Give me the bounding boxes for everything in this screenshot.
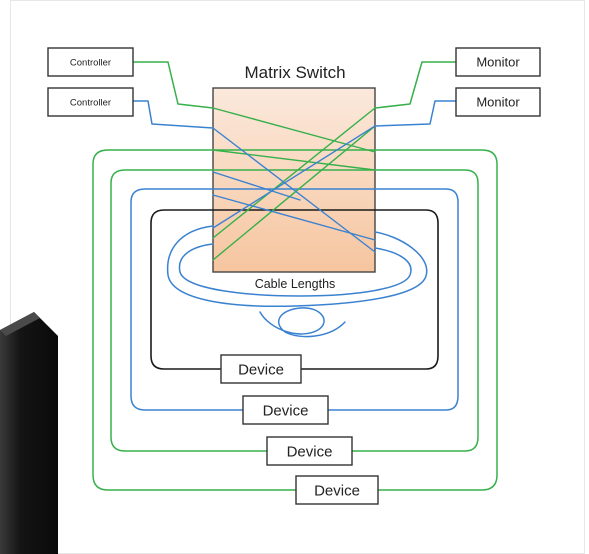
device-2-box-label: Device — [263, 402, 309, 419]
monitor-2-box: Monitor — [455, 87, 541, 117]
monitor-1-cable — [374, 61, 457, 109]
switch-title: Matrix Switch — [244, 63, 345, 82]
controller-2-box: Controller — [47, 87, 134, 117]
device-3-cable — [110, 169, 479, 452]
monitor-1-box: Monitor — [455, 47, 541, 77]
device-2-cable — [130, 188, 459, 411]
hardware-case — [0, 312, 58, 554]
device-1-box: Device — [220, 354, 302, 384]
device-1-box-border — [220, 354, 302, 384]
controller-1-cable — [132, 61, 214, 109]
hardware-case-edge — [0, 312, 40, 336]
monitor-2-box-label: Monitor — [476, 95, 520, 110]
monitor-2-cable — [374, 100, 457, 127]
labels-layer: ControllerControllerMonitorMonitorDevice… — [47, 47, 541, 505]
monitor-2-box-border — [455, 87, 541, 117]
controller-1-box: Controller — [47, 47, 134, 77]
cross-blue-1 — [212, 127, 376, 253]
monitor-1-box-label: Monitor — [476, 55, 520, 70]
cross-green-1 — [212, 107, 376, 153]
device-3-box-label: Device — [287, 443, 333, 460]
device-2-box: Device — [242, 395, 329, 425]
controller-1-box-label: Controller — [70, 57, 111, 68]
wires — [92, 61, 498, 491]
device-4-cable — [92, 149, 498, 491]
device-1-box-label: Device — [238, 361, 284, 378]
device-4-box-border — [295, 475, 379, 505]
cable-lengths-label: Cable Lengths — [255, 277, 336, 291]
cross-blue-4 — [212, 171, 301, 201]
cross-blue-2 — [212, 125, 376, 229]
cross-green-4 — [212, 125, 376, 261]
cable-coil-left — [166, 225, 428, 308]
controller-2-box-border — [47, 87, 134, 117]
cross-green-2 — [212, 107, 376, 239]
device-4-box: Device — [295, 475, 379, 505]
cable-coil-loop — [259, 307, 346, 338]
device-4-box-label: Device — [314, 482, 360, 499]
controller-2-box-label: Controller — [70, 97, 111, 108]
controller-2-cable — [132, 100, 214, 129]
cross-blue-3 — [212, 194, 376, 241]
device-1-cable — [150, 209, 439, 370]
cable-coil-right — [178, 243, 412, 297]
controller-1-box-border — [47, 47, 134, 77]
device-3-box: Device — [266, 436, 353, 466]
device-3-box-border — [266, 436, 353, 466]
cross-green-3 — [212, 149, 376, 171]
monitor-1-box-border — [455, 47, 541, 77]
device-2-box-border — [242, 395, 329, 425]
